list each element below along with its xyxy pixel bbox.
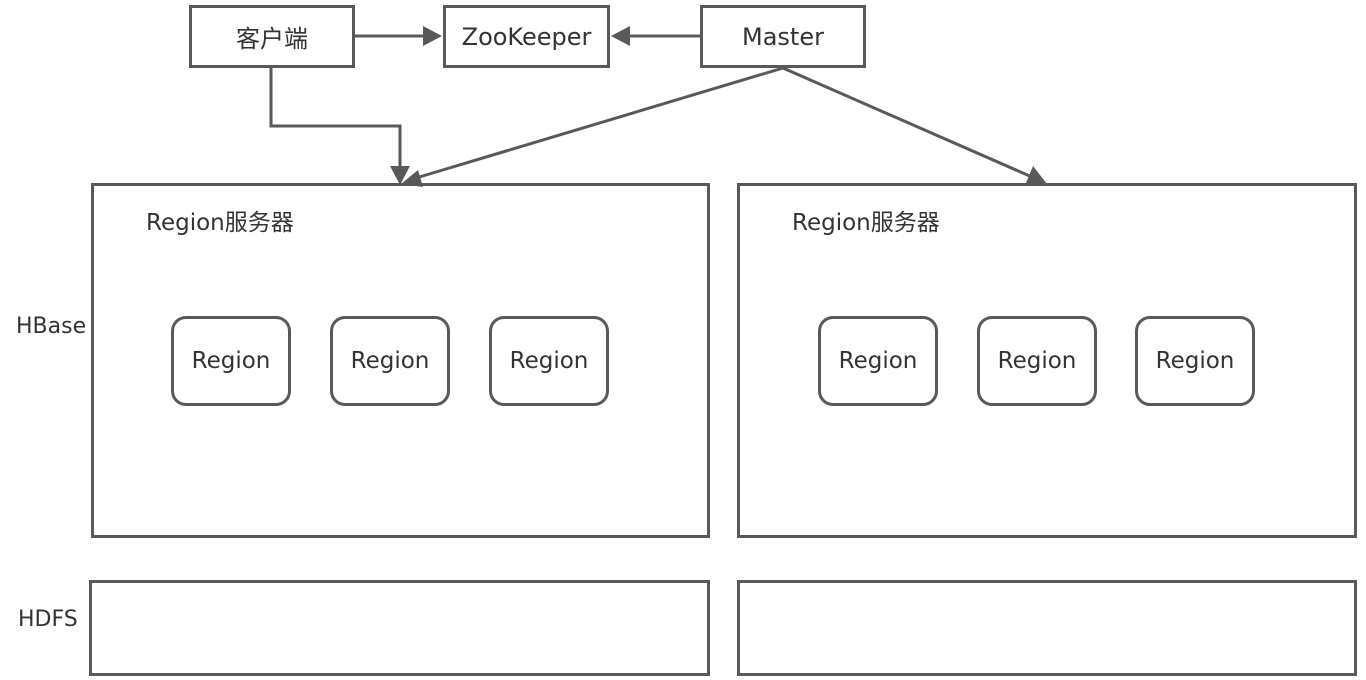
region-2-2: Region — [977, 316, 1097, 406]
zookeeper-node: ZooKeeper — [443, 5, 610, 68]
region-1-2: Region — [330, 316, 450, 406]
hdfs-layer-label: HDFS — [18, 607, 78, 632]
arrow-from-master-into-zookeeper — [611, 26, 630, 46]
region-1-1: Region — [171, 316, 291, 406]
region-server-2-title: Region服务器 — [792, 210, 940, 236]
region-1-3: Region — [489, 316, 609, 406]
hdfs-block-2 — [737, 580, 1357, 676]
region-server-1-title: Region服务器 — [146, 210, 294, 236]
master-node: Master — [700, 5, 866, 68]
client-node: 客户端 — [189, 5, 355, 68]
arrow-master-regionserver1 — [401, 170, 423, 187]
arrow-master-regionserver2 — [1026, 166, 1047, 184]
edge-master-regionserver1 — [415, 66, 784, 180]
edge-master-regionserver2 — [782, 66, 1033, 179]
edge-client-regionserver1 — [269, 68, 402, 170]
hbase-layer-label: HBase — [16, 314, 87, 339]
arrow-into-zookeeper — [423, 26, 442, 46]
region-2-3: Region — [1135, 316, 1255, 406]
hdfs-block-1 — [89, 580, 710, 676]
arrow-client-regionserver1 — [390, 166, 410, 185]
region-2-1: Region — [818, 316, 938, 406]
